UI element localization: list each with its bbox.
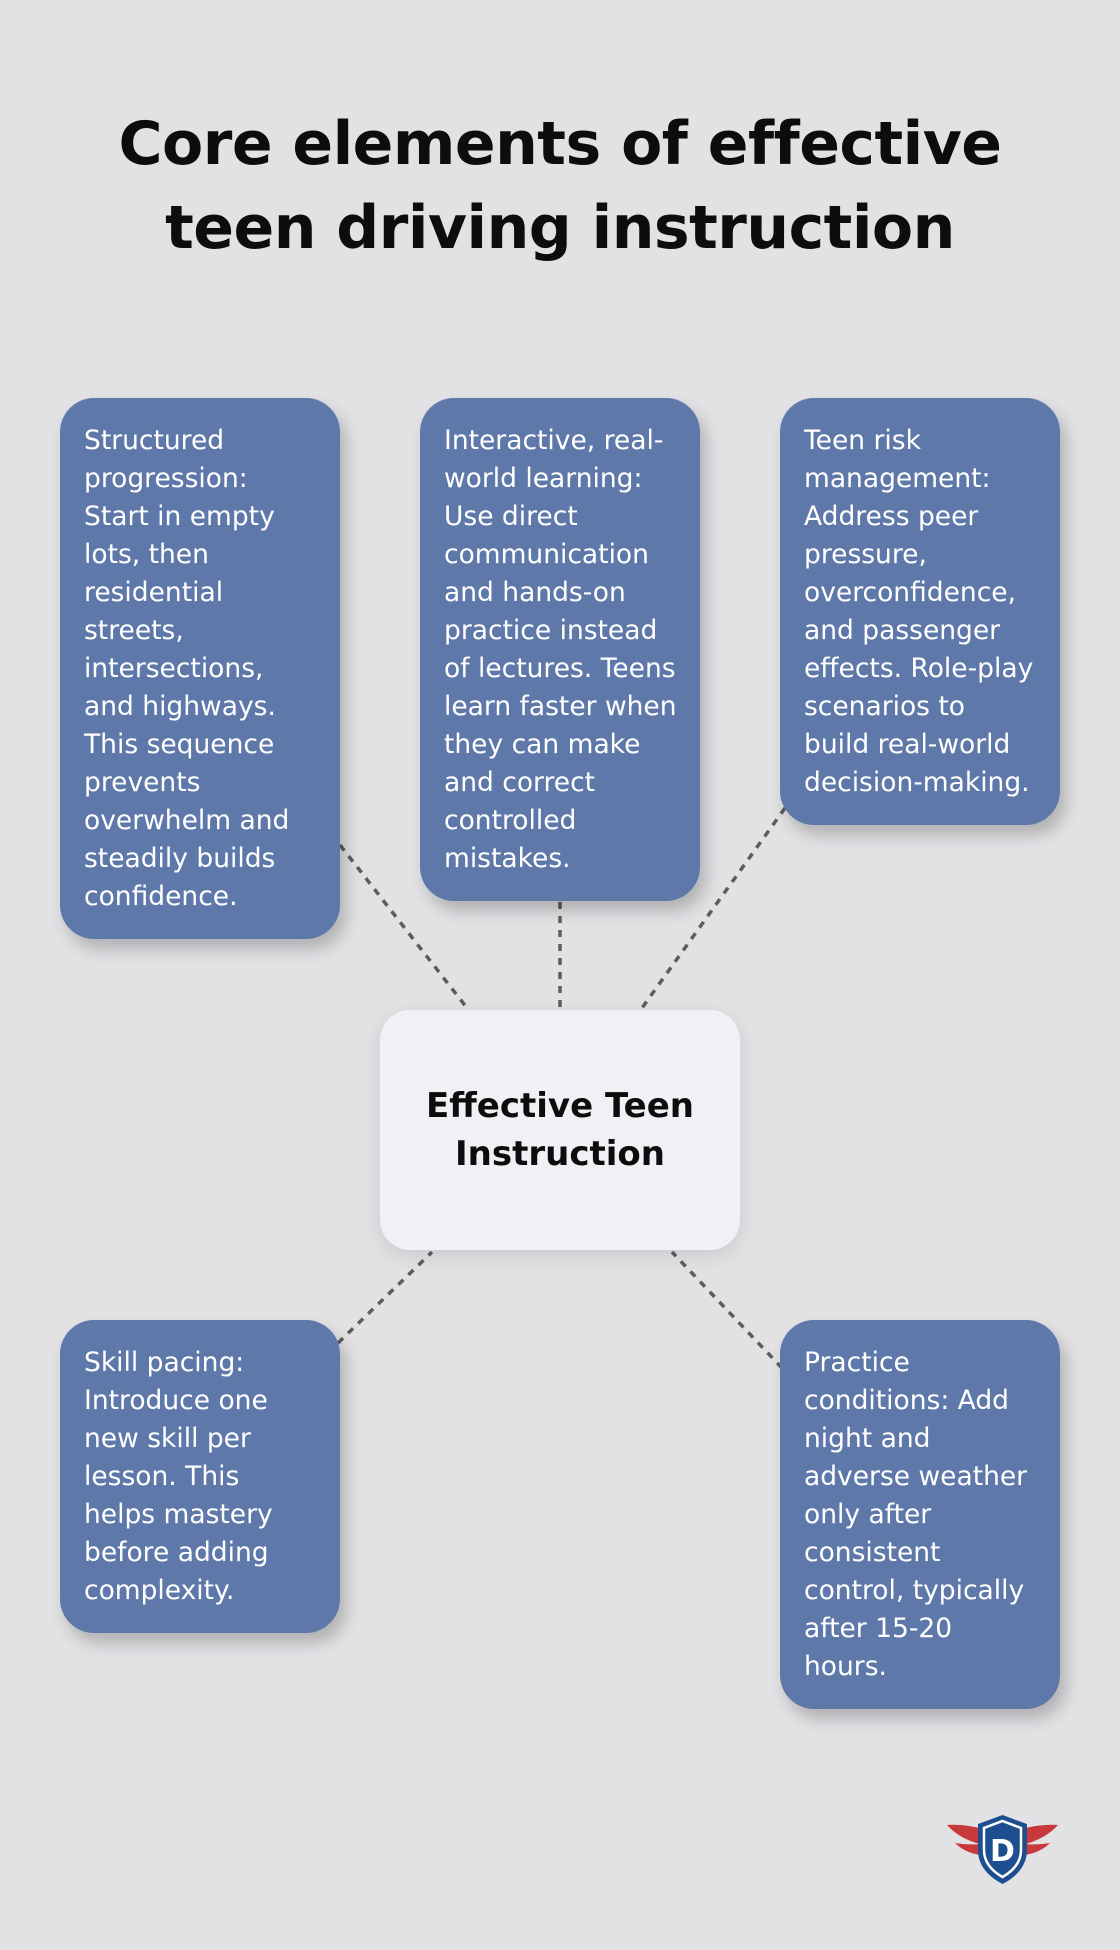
node-teen-risk-management: Teen risk management: Address peer press… (780, 398, 1060, 825)
shield-wings-logo-icon: D (947, 1815, 1058, 1884)
connector-practice-conditions (670, 1250, 784, 1370)
center-node: Effective Teen Instruction (380, 1010, 740, 1250)
node-structured-progression: Structured progression: Start in empty l… (60, 398, 340, 939)
node-skill-pacing: Skill pacing: Introduce one new skill pe… (60, 1320, 340, 1633)
node-practice-conditions: Practice conditions: Add night and adver… (780, 1320, 1060, 1709)
logo-letter: D (990, 1834, 1015, 1869)
node-interactive-learning: Interactive, real-world learning: Use di… (420, 398, 700, 901)
diagram-title: Core elements of effective teen driving … (118, 109, 1002, 263)
connector-skill-pacing (336, 1250, 434, 1345)
center-node-label: Effective Teen Instruction (426, 1086, 694, 1174)
shield-inner (982, 1819, 1023, 1879)
